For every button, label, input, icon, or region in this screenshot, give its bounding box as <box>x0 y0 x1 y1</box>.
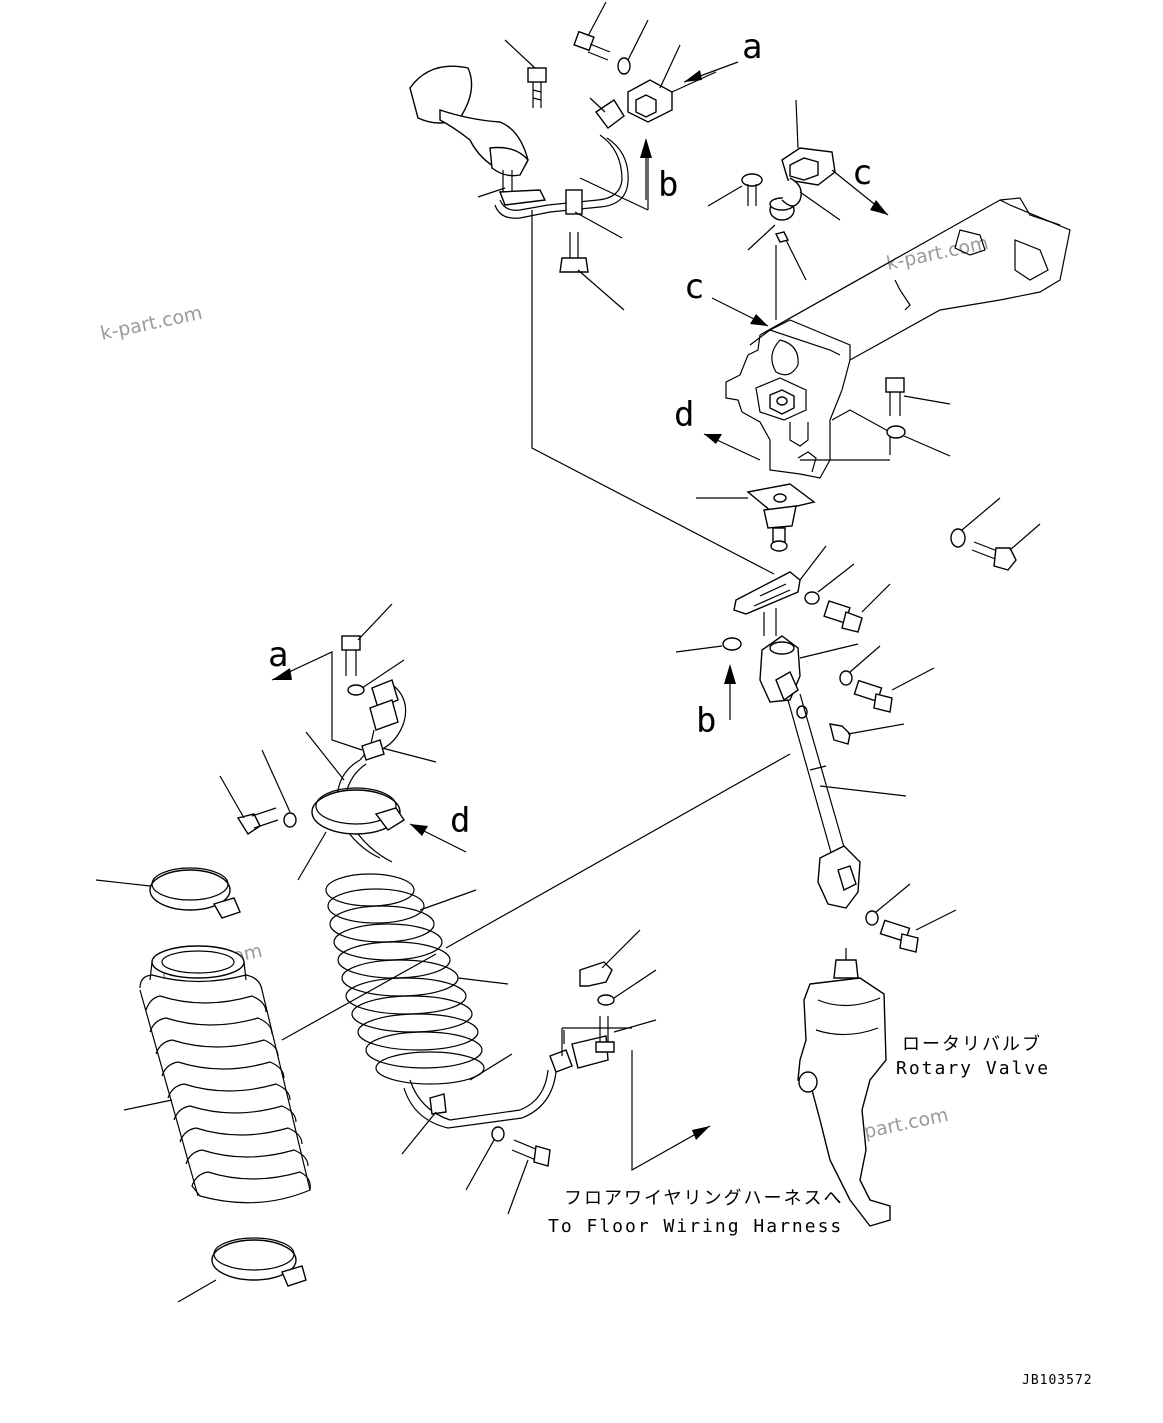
bolt-top-knob <box>504 39 547 108</box>
harness-top <box>494 134 649 239</box>
bolt-harness <box>559 232 625 311</box>
guide-line-column <box>445 753 791 949</box>
view-label-b-lower: b <box>696 701 716 741</box>
bracket-lower <box>733 545 827 636</box>
view-label-d-frame: d <box>674 395 694 435</box>
washer-left-b: b <box>675 637 742 741</box>
coil-spring <box>325 873 509 1085</box>
bolt-lower-left <box>219 749 297 835</box>
arrow-a-top: a <box>683 27 762 83</box>
cable-bottom <box>401 1053 557 1155</box>
connector-top <box>589 44 717 129</box>
universal-joint-upper <box>759 635 859 703</box>
bolt-top <box>573 1 649 75</box>
hose-clamp-lower <box>177 1237 307 1303</box>
drawing-code: JB103572 <box>1022 1373 1093 1388</box>
guide-line-top <box>531 210 775 575</box>
caption-floor-harness-en: To Floor Wiring Harness <box>548 1216 843 1237</box>
connector-lower <box>359 679 437 763</box>
bolt-frame-right <box>885 377 951 457</box>
view-label-d-lower: d <box>450 801 470 841</box>
steering-frame <box>725 197 1071 479</box>
bolt-far-right <box>950 497 1041 571</box>
steering-shaft <box>787 693 907 857</box>
view-label-c-top: c <box>852 153 872 193</box>
universal-joint-lower <box>817 845 957 953</box>
connector-bottom <box>549 929 711 1172</box>
rotary-valve-part <box>797 948 891 1227</box>
caption-floor-harness-jp: フロアワイヤリングハーネスへ <box>564 1188 843 1209</box>
rubber-boot <box>123 945 311 1204</box>
arrow-c-frame: c <box>684 267 769 327</box>
watermark-left: k-part.com <box>98 302 204 345</box>
caption-rotary-valve-en: Rotary Valve <box>896 1058 1050 1079</box>
bolt-bottom-center <box>465 1126 551 1215</box>
view-label-a-top: a <box>742 27 762 67</box>
caption-rotary-valve-jp: ロータリバルブ <box>902 1033 1042 1055</box>
lever-knob-part <box>409 65 547 206</box>
grease-nipple <box>796 705 905 745</box>
screw-top-right <box>707 173 763 207</box>
column-plate <box>696 483 816 552</box>
arrow-d-lower: d <box>409 801 470 853</box>
hose-clamp-upper <box>95 867 241 919</box>
guide-line-boot <box>281 953 437 1041</box>
switch-top-right: c <box>747 99 889 281</box>
view-label-a-lower: a <box>268 635 288 675</box>
view-label-c-frame: c <box>684 267 704 307</box>
ring-clamp <box>297 787 405 881</box>
arrow-a-lower: a <box>268 635 363 751</box>
bolt-bracket-right <box>804 563 891 633</box>
bolt-mid-right <box>839 645 935 713</box>
arrow-d-frame: d <box>674 395 761 461</box>
view-label-b-top: b <box>658 165 678 205</box>
arrow-b-top: b <box>640 138 678 205</box>
bolt-lower-connector <box>341 603 405 696</box>
